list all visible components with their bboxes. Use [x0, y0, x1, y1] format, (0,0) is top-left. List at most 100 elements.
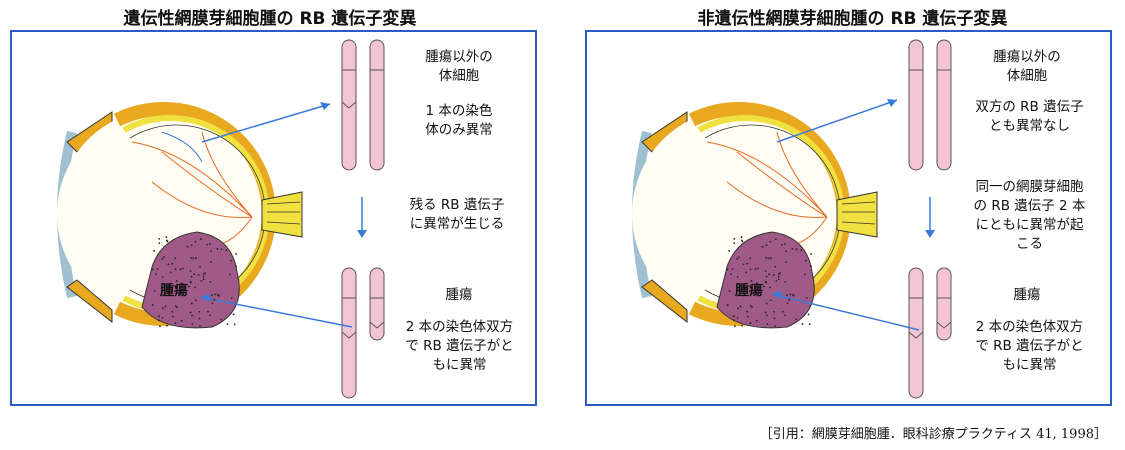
- tumor-speckle: [202, 275, 205, 278]
- tumor-speckle: [772, 274, 775, 276]
- tumor-speckle: [190, 257, 193, 259]
- tumor-speckle: [810, 253, 813, 255]
- tumor-speckle: [804, 259, 807, 262]
- arrows: [199, 102, 367, 328]
- tumor-speckle: [726, 268, 729, 271]
- tumor-speckle: [785, 261, 788, 264]
- tumor-speckle: [202, 278, 205, 281]
- tumor-speckle: [209, 280, 212, 283]
- tumor-speckle: [225, 249, 228, 252]
- tumor-speckle: [742, 263, 745, 266]
- tumor-speckle: [163, 256, 165, 259]
- tumor-speckle: [200, 279, 203, 282]
- tumor-speckle: [174, 257, 177, 260]
- tumor-speckle: [151, 304, 154, 306]
- tumor-speckle: [741, 324, 743, 327]
- tumor-speckle: [171, 310, 174, 313]
- tumor-speckle: [737, 307, 739, 310]
- tumor-speckle: [738, 256, 740, 259]
- tumor-speckle: [191, 314, 194, 317]
- tumor-speckle: [765, 275, 768, 278]
- tumor-speckle: [165, 236, 168, 238]
- bottom-heading: 腫瘍: [445, 287, 473, 303]
- tumor-speckle: [784, 314, 787, 317]
- tumor-speckle: [166, 324, 168, 327]
- tumor-speckle: [755, 319, 758, 322]
- tumor-label: 腫瘍: [735, 283, 763, 299]
- tumor-speckle: [214, 293, 216, 296]
- tumor-speckle: [773, 310, 776, 313]
- tumor-speckle: [206, 310, 209, 313]
- tumor-speckle: [199, 325, 201, 327]
- top-heading: 腫瘍以外の 体細胞: [993, 49, 1061, 84]
- tumor-speckle: [726, 304, 729, 306]
- tumor-speckle: [736, 258, 739, 260]
- tumor-speckle: [781, 310, 784, 313]
- tumor-speckle: [736, 276, 739, 278]
- tumor-speckle: [773, 317, 776, 320]
- tumor-speckle: [190, 302, 193, 305]
- eye-illustration: [57, 102, 303, 329]
- tumor-speckle: [733, 237, 736, 240]
- tumor-speckle: [230, 297, 233, 299]
- tumor-speckle: [751, 306, 753, 309]
- tumor-speckle: [769, 257, 772, 260]
- tumor-speckle: [774, 325, 776, 327]
- tumor-speckle: [750, 280, 753, 282]
- tumor-speckle: [767, 257, 770, 260]
- tumor-speckle: [190, 275, 193, 278]
- tumor-speckle: [226, 323, 229, 326]
- middle-text: 同一の網膜芽細胞 の RB 遺伝子 2 本 にともに異常が起 こる: [973, 179, 1086, 252]
- tumor-speckle: [764, 311, 767, 314]
- tumor-speckle: [220, 318, 223, 321]
- tumor-speckle: [194, 240, 197, 243]
- tumor-speckle: [174, 322, 177, 324]
- panel-title-nonhereditary: 非遺伝性網膜芽細胞腫の RB 遺伝子変異: [697, 9, 1008, 29]
- tumor-speckle: [777, 278, 780, 281]
- nonhereditary-diagram: [632, 39, 952, 399]
- tumor-speckle: [209, 314, 212, 317]
- chromosome-pair-bottom: [341, 267, 385, 399]
- eye-illustration: [632, 102, 878, 329]
- tumor-speckle: [764, 280, 767, 283]
- middle-text: 残る RB 遺伝子 に異常が生じる: [409, 197, 505, 232]
- tumor-speckle: [189, 270, 192, 272]
- tumor-speckle: [179, 268, 182, 271]
- tumor-speckle: [189, 311, 192, 314]
- tumor-speckle: [749, 257, 752, 260]
- tumor-speckle: [187, 285, 190, 288]
- tumor-speckle: [220, 248, 223, 251]
- tumor-speckle: [746, 310, 749, 313]
- tumor-speckle: [779, 272, 781, 275]
- tumor-speckle: [801, 323, 804, 326]
- chromosome-pair-top: [341, 39, 385, 171]
- tumor-speckle: [808, 323, 811, 326]
- tumor-speckle: [766, 323, 769, 325]
- tumor-speckle: [749, 268, 752, 271]
- tumor-speckle: [788, 298, 791, 301]
- hereditary-diagram: [57, 39, 385, 399]
- tumor-speckle: [754, 268, 757, 271]
- tumor-speckle: [175, 280, 178, 282]
- tumor-speckle: [158, 242, 161, 245]
- top-heading: 腫瘍以外の 体細胞: [425, 49, 493, 84]
- tumor-speckle: [775, 279, 778, 282]
- tumor-speckle: [800, 249, 803, 252]
- tumor-speckle: [213, 298, 216, 301]
- tumor-speckle: [197, 274, 200, 276]
- tumor-speckle: [172, 315, 174, 318]
- tumor-speckle: [194, 257, 197, 260]
- tumor-speckle: [804, 273, 806, 276]
- tumor-speckle: [745, 271, 747, 274]
- tumor-speckle: [769, 240, 772, 243]
- tumor-speckle: [161, 258, 164, 260]
- tumor-speckle: [190, 244, 193, 247]
- top-status: 双方の RB 遺伝子 とも異常なし: [975, 99, 1084, 134]
- tumor-speckle: [194, 299, 197, 302]
- panel-hereditary: 腫瘍 腫瘍以外の 体細胞 1 本の染色 体のみ異常 残る RB 遺伝子 に異常が…: [10, 30, 537, 406]
- tumor-speckle: [174, 305, 177, 307]
- tumor-speckle: [749, 305, 752, 307]
- tumor-speckle: [765, 302, 768, 305]
- tumor-speckle: [805, 297, 808, 299]
- tumor-speckle: [232, 313, 235, 316]
